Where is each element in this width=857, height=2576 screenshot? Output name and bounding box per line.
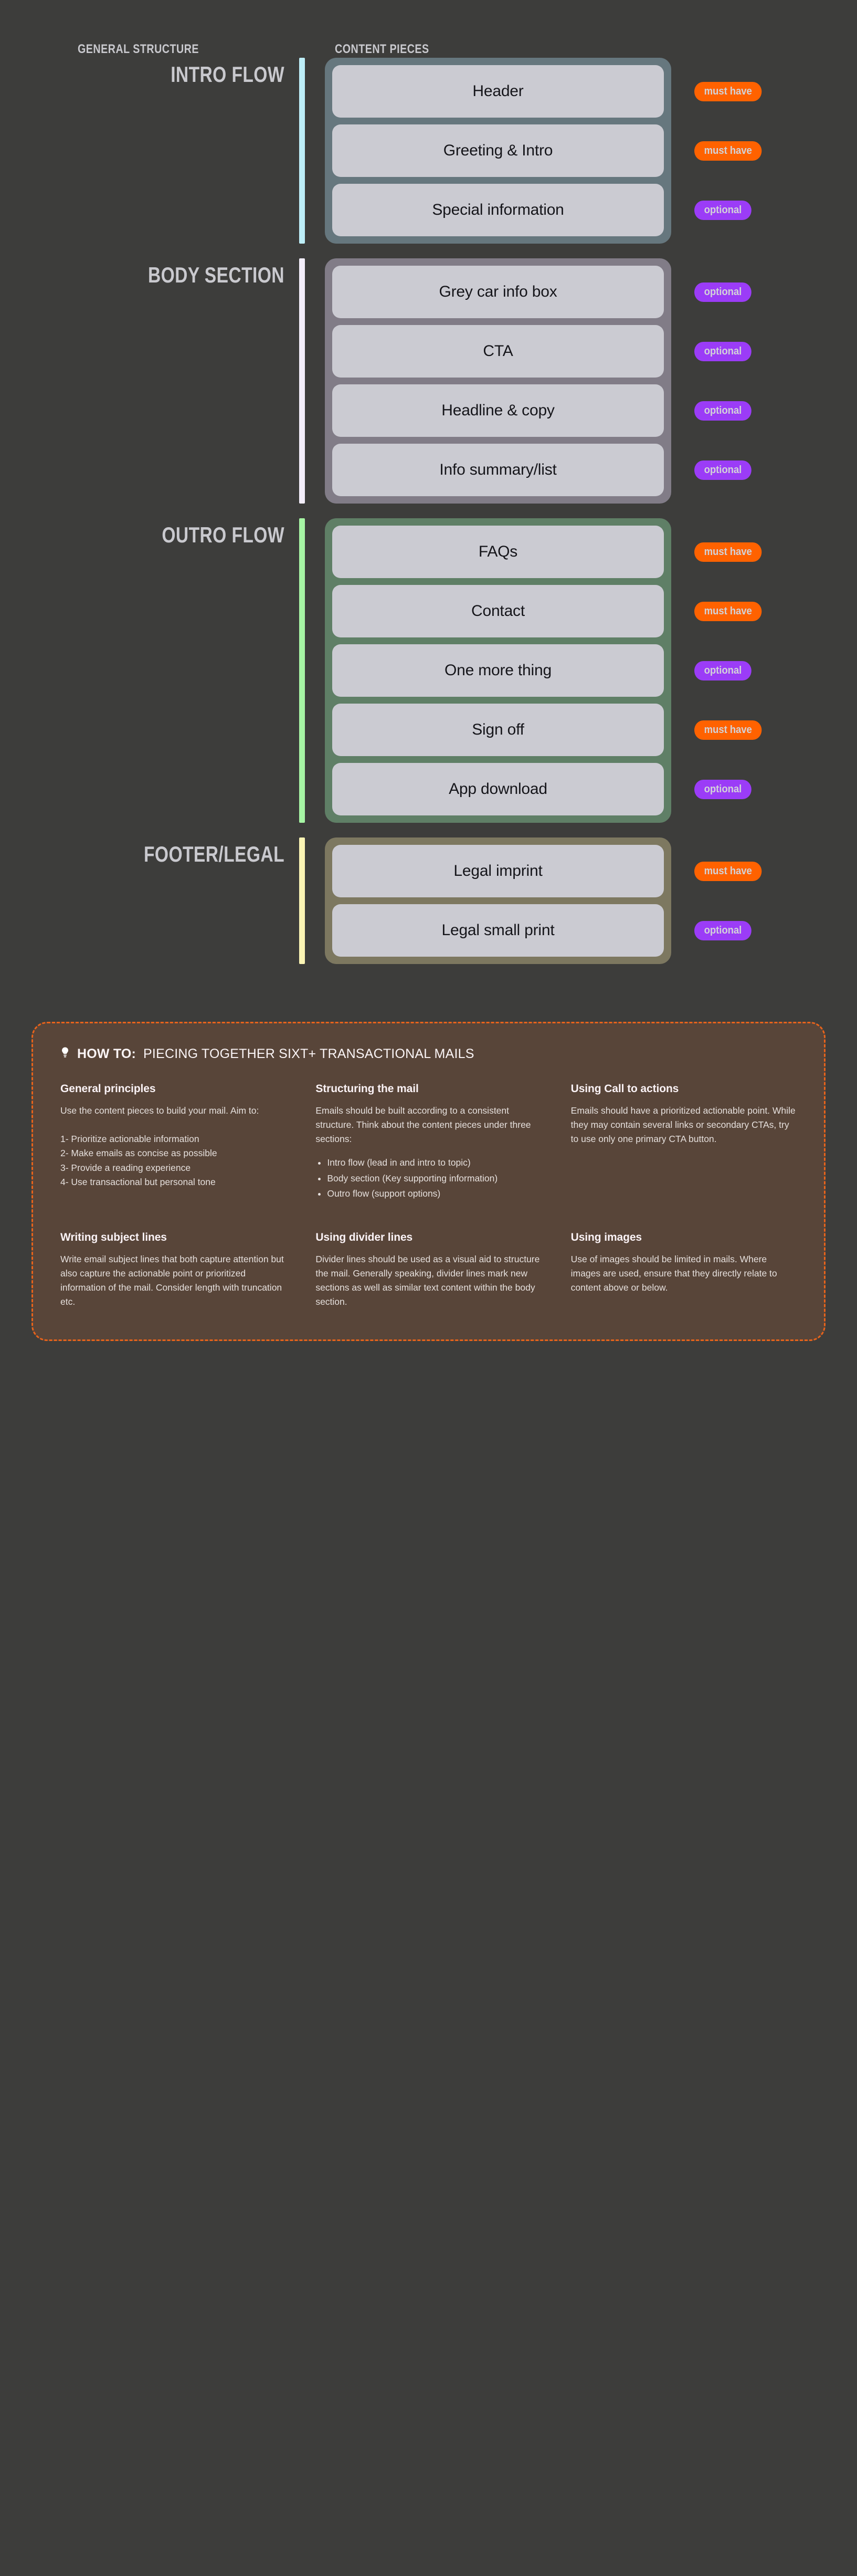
howto-card-body: Emails should be built according to a co… [315, 1105, 531, 1145]
howto-title-lead: HOW TO: [77, 1046, 136, 1061]
howto-card-body: Divider lines should be used as a visual… [315, 1253, 540, 1307]
howto-card-heading: Using Call to actions [570, 1083, 679, 1095]
howto-panel: HOW TO: PIECING TOGETHER SIXT+ TRANSACTI… [31, 1022, 826, 1342]
howto-card-heading: General principles [60, 1083, 156, 1095]
lightbulb-icon [60, 1046, 70, 1062]
badge-optional: optional [694, 921, 752, 940]
column-headers: GENERAL STRUCTURE CONTENT PIECES [0, 0, 857, 58]
howto-card-heading: Using divider lines [315, 1231, 413, 1243]
content-piece-card[interactable]: Legal imprint [332, 845, 664, 897]
badge-optional: optional [694, 661, 752, 680]
badge-must-have: must have [694, 862, 762, 881]
badge-optional: optional [694, 460, 752, 480]
badge-optional: optional [694, 401, 752, 421]
content-piece-card[interactable]: Special information [332, 184, 664, 236]
howto-card-heading: Writing subject lines [60, 1231, 167, 1243]
content-piece-card[interactable]: Grey car info box [332, 266, 664, 318]
badge-must-have: must have [694, 602, 762, 621]
content-piece-card[interactable]: One more thing [332, 644, 664, 697]
howto-card-body: Use of images should be limited in mails… [570, 1253, 777, 1293]
content-piece-card[interactable]: Info summary/list [332, 444, 664, 496]
content-piece-card[interactable]: App download [332, 763, 664, 815]
howto-card-body: Use the content pieces to build your mai… [60, 1105, 259, 1187]
howto-title-rest: PIECING TOGETHER SIXT+ TRANSACTIONAL MAI… [143, 1046, 474, 1061]
section-label-wrap: BODY SECTION [0, 258, 299, 287]
badge-must-have: must have [694, 141, 762, 161]
section-label: OUTRO FLOW [162, 522, 284, 547]
howto-card-heading: Using images [570, 1231, 642, 1243]
howto-bullet-item: Outro flow (support options) [327, 1187, 541, 1201]
howto-card-bullets: Intro flow (lead in and intro to topic)B… [327, 1156, 541, 1200]
content-piece-card[interactable]: Legal small print [332, 904, 664, 957]
section-accent-bar [299, 837, 305, 964]
badge-column: must have must have optional [694, 58, 857, 220]
content-piece-card[interactable]: Header [332, 65, 664, 118]
badge-optional: optional [694, 282, 752, 302]
howto-card-body: Write email subject lines that both capt… [60, 1253, 284, 1307]
column-header-content-pieces: CONTENT PIECES [335, 42, 429, 56]
section-label: BODY SECTION [148, 263, 284, 287]
howto-title: HOW TO: PIECING TOGETHER SIXT+ TRANSACTI… [60, 1046, 797, 1062]
content-piece-card[interactable]: CTA [332, 325, 664, 378]
howto-bullet-item: Intro flow (lead in and intro to topic) [327, 1156, 541, 1170]
badge-column: must have must have optional must have optio… [694, 518, 857, 799]
badge-optional: optional [694, 342, 752, 361]
badge-must-have: must have [694, 542, 762, 562]
badge-column: must have optional [694, 837, 857, 940]
section-label: FOOTER/LEGAL [144, 842, 284, 866]
badge-optional: optional [694, 201, 752, 220]
section-accent-bar [299, 518, 305, 823]
howto-card-heading: Structuring the mail [315, 1083, 419, 1095]
content-piece-card[interactable]: Contact [332, 585, 664, 637]
howto-bullet-item: Body section (Key supporting information… [327, 1171, 541, 1186]
section-accent-bar [299, 258, 305, 504]
badge-column: optional optional optional optional [694, 258, 857, 480]
section-label-wrap: FOOTER/LEGAL [0, 837, 299, 866]
badge-optional: optional [694, 780, 752, 799]
badge-must-have: must have [694, 720, 762, 740]
section-label-wrap: INTRO FLOW [0, 58, 299, 86]
badge-must-have: must have [694, 82, 762, 101]
section-label: INTRO FLOW [171, 62, 284, 87]
section-accent-bar [299, 58, 305, 244]
content-piece-card[interactable]: Sign off [332, 704, 664, 756]
content-piece-card[interactable]: FAQs [332, 526, 664, 578]
howto-card-body: Emails should have a prioritized actiona… [570, 1105, 796, 1145]
content-piece-card[interactable]: Greeting & Intro [332, 124, 664, 177]
section-label-wrap: OUTRO FLOW [0, 518, 299, 547]
content-piece-card[interactable]: Headline & copy [332, 384, 664, 437]
column-header-general-structure: GENERAL STRUCTURE [78, 42, 199, 56]
